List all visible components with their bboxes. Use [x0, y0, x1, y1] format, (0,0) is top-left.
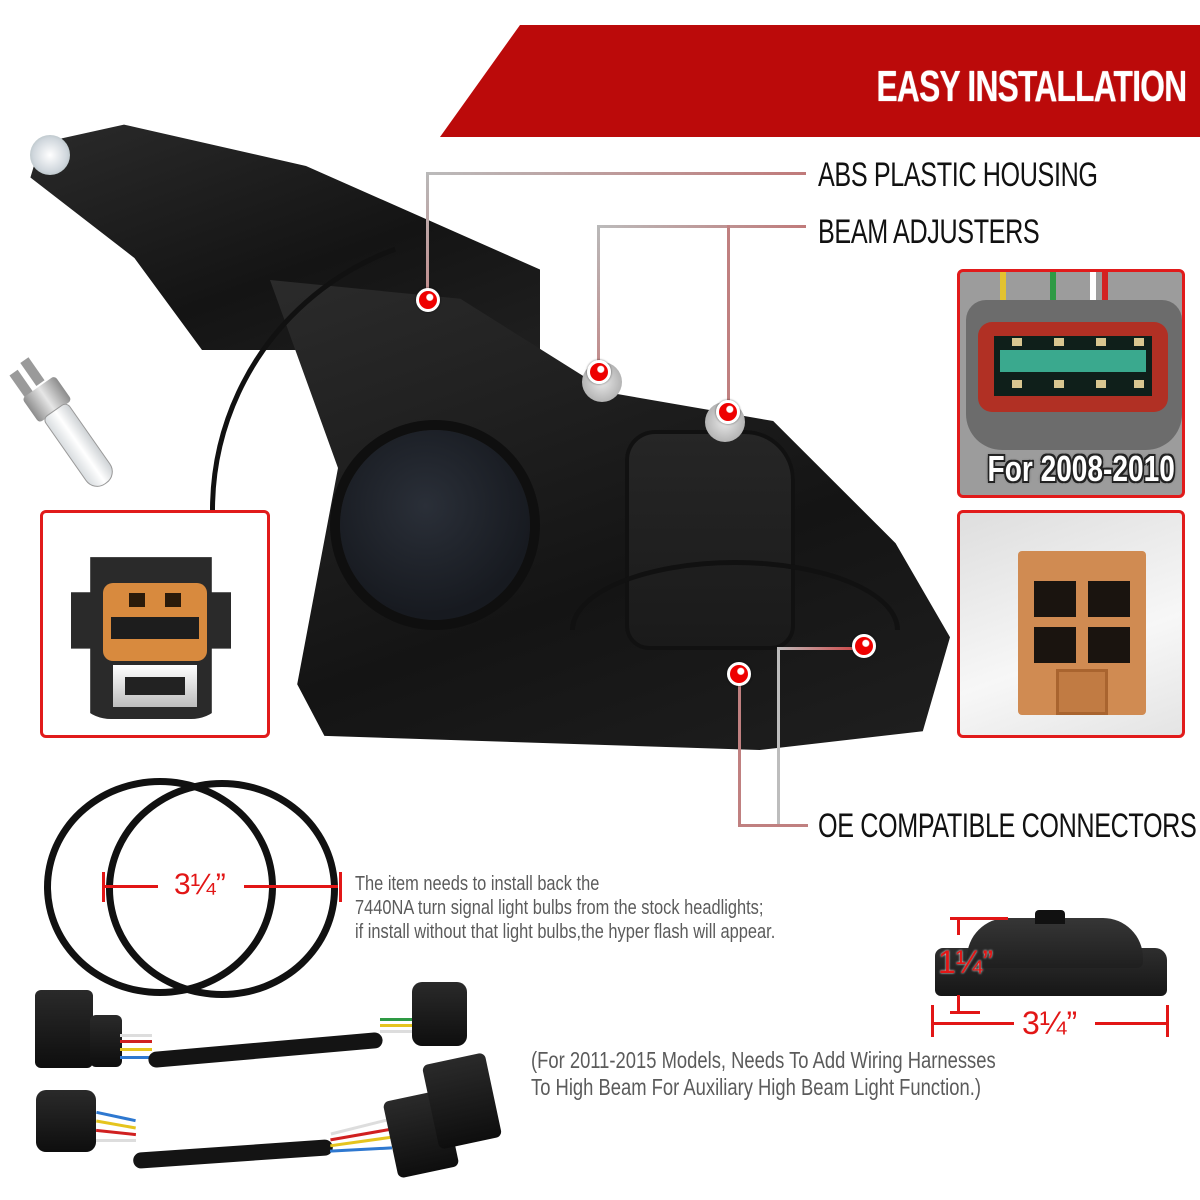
- cap-height-line-top: [950, 917, 1008, 920]
- harness-2-wire-white: [96, 1139, 136, 1142]
- harness-2-sleeve: [132, 1139, 334, 1169]
- header-banner: [440, 25, 1200, 137]
- inset-left-connector-photo: [40, 510, 270, 738]
- oe-leader-horizontal-top: [777, 647, 862, 650]
- inset-caption-model-years: For 2008-2010: [987, 448, 1175, 489]
- ring-dimension-tick-left: [102, 872, 105, 902]
- oe-connector-marker-2: [852, 634, 876, 658]
- callout-abs-plastic-housing: ABS PLASTIC HOUSING: [818, 156, 1098, 194]
- oe-connector-marker-1: [727, 662, 751, 686]
- headlight-lens-tip: [30, 135, 70, 175]
- cap-width-tick-left: [931, 1005, 934, 1037]
- connector-tan-housing: [1018, 551, 1146, 715]
- harness-1-wire-blue: [120, 1056, 152, 1059]
- harness-1-wire-green: [380, 1018, 416, 1021]
- harness-1-wire-yellow: [120, 1048, 152, 1051]
- ring-dimension-tick-right: [339, 872, 342, 902]
- oe-leader-vertical-2: [777, 647, 780, 825]
- cap-width-tick-right: [1166, 1005, 1169, 1037]
- callout-oe-compatible-connectors: OE COMPATIBLE CONNECTORS: [818, 807, 1197, 845]
- harness-1-plug-left-neck: [90, 1015, 122, 1067]
- beam-leader-vertical-1: [597, 225, 600, 363]
- turn-signal-note-line-1: The item needs to install back the: [355, 873, 600, 895]
- harness-note-line-1: (For 2011-2015 Models, Needs To Add Wiri…: [531, 1047, 996, 1073]
- o-ring-2: [106, 780, 338, 998]
- harness-1-wire-red: [120, 1040, 152, 1043]
- dust-cap-nub: [1035, 910, 1065, 924]
- cap-height-tick-bottom: [957, 995, 960, 1013]
- callout-beam-adjusters: BEAM ADJUSTERS: [818, 213, 1040, 251]
- harness-1-wire-white: [120, 1034, 152, 1037]
- turn-signal-note-line-2: 7440NA turn signal light bulbs from the …: [355, 897, 764, 919]
- connector-latch: [113, 665, 197, 707]
- harness-2-plug-left: [36, 1090, 96, 1152]
- headlight-dust-cover: [340, 430, 530, 620]
- connector-red-insert: [978, 322, 1168, 412]
- cap-height-tick-top: [957, 917, 960, 935]
- abs-leader-horizontal: [426, 172, 806, 175]
- connector-orange-insert: [103, 583, 207, 661]
- beam-adjuster-marker-1: [587, 360, 611, 384]
- oe-leader-vertical-1: [738, 675, 741, 825]
- turn-signal-note-line-3: if install without that light bulbs,the …: [355, 921, 776, 943]
- beam-leader-horizontal: [597, 225, 806, 228]
- harness-note-line-2: To High Beam For Auxiliary High Beam Lig…: [531, 1074, 981, 1100]
- harness-note: (For 2011-2015 Models, Needs To Add Wiri…: [531, 1047, 996, 1101]
- harness-1-plug-right: [412, 982, 467, 1046]
- cap-height-label: 1¼”: [938, 944, 994, 980]
- cap-width-line-left: [932, 1022, 1014, 1025]
- cap-width-line-right: [1095, 1022, 1167, 1025]
- ring-dimension-line-left: [102, 885, 158, 888]
- inset-tan-connector-photo: [957, 510, 1185, 738]
- ring-dimension-label: 3¼”: [174, 868, 226, 901]
- abs-housing-marker: [416, 288, 440, 312]
- headlight-assembly-image: [10, 100, 960, 760]
- abs-leader-vertical: [426, 172, 429, 297]
- harness-1-wire-white-2: [380, 1030, 416, 1033]
- harness-2-wire-red: [95, 1128, 137, 1137]
- inset-connector-2008-2010-photo: For 2008-2010: [957, 269, 1185, 498]
- harness-1-sleeve: [147, 1031, 384, 1069]
- turn-signal-note: The item needs to install back the 7440N…: [355, 872, 775, 944]
- oe-leader-horizontal-bottom: [738, 824, 808, 827]
- cap-height-line-bottom: [950, 1011, 980, 1014]
- harness-2-wire-blue-2: [329, 1146, 393, 1153]
- ring-dimension-line-right: [244, 885, 338, 888]
- harness-1-plug-left: [35, 990, 93, 1068]
- harness-1-wire-yellow-2: [380, 1024, 416, 1027]
- dust-cap-dome: [967, 918, 1143, 968]
- beam-leader-vertical-2: [727, 225, 730, 405]
- beam-adjuster-marker-2: [716, 400, 740, 424]
- banner-title: EASY INSTALLATION: [876, 62, 1187, 111]
- cap-width-label: 3¼”: [1022, 1005, 1078, 1041]
